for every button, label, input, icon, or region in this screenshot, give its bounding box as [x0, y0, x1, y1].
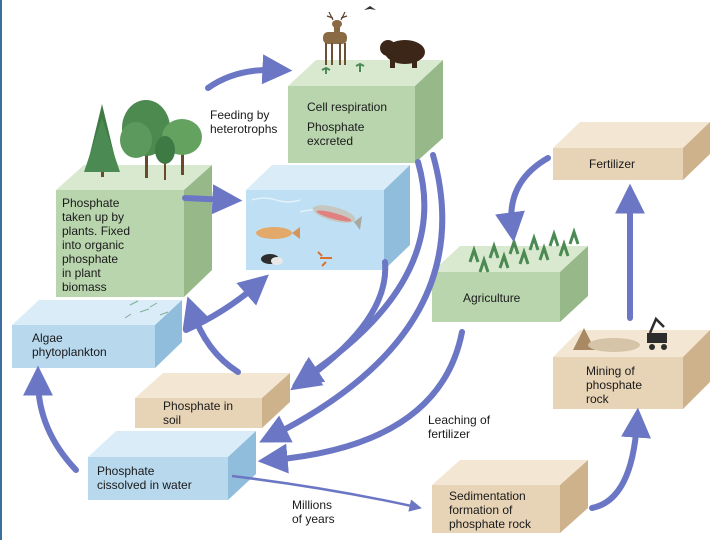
- arrow-sedimentation-to-mining: [589, 407, 651, 511]
- algae-box: [12, 300, 182, 368]
- agriculture-box: [432, 246, 588, 322]
- phosphate-soil-label: Phosphate in soil: [163, 399, 234, 427]
- mining-illustration: [573, 316, 667, 352]
- arrow-feeding: [205, 54, 293, 91]
- phosphate-water-label: Phosphate cissolved in water: [97, 464, 192, 492]
- agriculture-label: Agriculture: [463, 291, 521, 305]
- leaching-label: Leaching of fertilizer: [428, 413, 491, 441]
- fertilizer-label: Fertilizer: [589, 157, 636, 171]
- fertilizer-box: [553, 122, 710, 180]
- plants-label: Phosphate taken up by plants. Fixed into…: [62, 196, 131, 294]
- arrow-millions-of-years: [231, 474, 422, 512]
- sedimentation-label: Sedimentation formation of phosphate roc…: [449, 489, 532, 531]
- mining-label: Mining of phosphate rock: [586, 364, 643, 406]
- arrow-soil-to-plants: [182, 296, 241, 375]
- millions-label: Millions of years: [292, 498, 335, 526]
- left-frame-line: [0, 0, 2, 540]
- fish-illustration: [256, 205, 362, 267]
- arrow-dissolved-to-algae: [23, 365, 79, 473]
- aquatic-box: [246, 165, 410, 270]
- arrow-water-box-to-soil: [290, 259, 389, 391]
- arrow-fertilizer-to-agriculture: [495, 155, 551, 243]
- phosphate-water-box: [88, 431, 256, 500]
- phosphate-soil-box: [135, 373, 290, 428]
- animals-illustration: [321, 6, 425, 74]
- sedimentation-box: [432, 460, 588, 533]
- arrow-leaching: [257, 329, 465, 474]
- feeding-label: Feeding by heterotrophs: [210, 108, 278, 136]
- arrow-plants-to-water: [182, 184, 243, 215]
- algae-label: Algae phytoplankton: [32, 331, 107, 359]
- cell-respiration-label: Cell respiration Phosphate excreted: [307, 100, 388, 148]
- cell-respiration-box: [288, 60, 443, 163]
- trees-illustration: [84, 100, 202, 180]
- arrow-respiration-to-dissolved: [259, 152, 446, 443]
